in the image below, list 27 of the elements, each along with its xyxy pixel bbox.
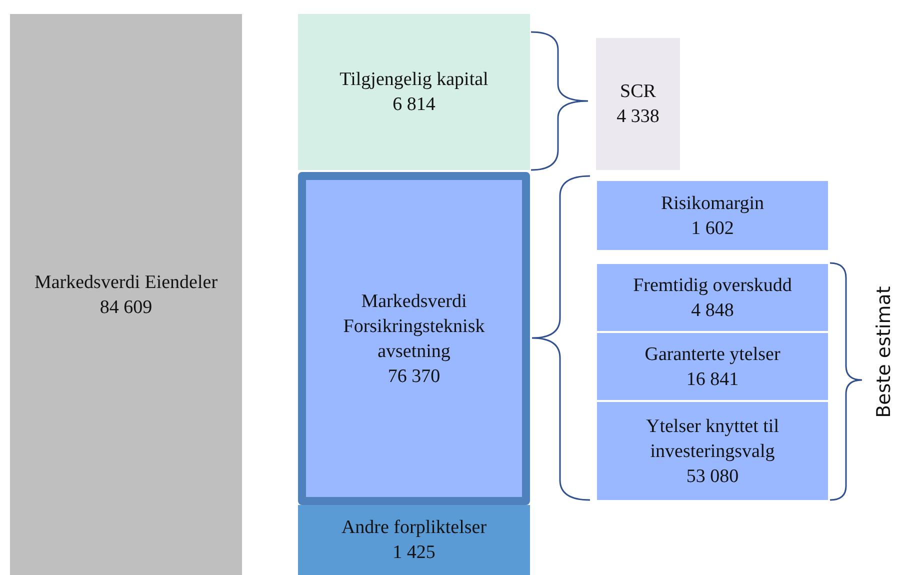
block-title: Fremtidig overskudd	[633, 274, 792, 298]
block-value: 53 080	[686, 464, 739, 488]
block-value: 4 848	[691, 298, 734, 322]
block-value: 16 841	[686, 368, 739, 392]
estimate-block	[597, 333, 828, 400]
block-value: 1 602	[691, 216, 734, 240]
block-title: Garanterte ytelser	[644, 342, 780, 366]
liability-block	[298, 505, 530, 575]
margin-block	[597, 181, 828, 250]
estimate-block	[597, 264, 828, 331]
block-value: 6 814	[392, 93, 436, 117]
capital-block	[298, 14, 530, 170]
block-value: 84 609	[100, 296, 152, 320]
bracket-label: Beste estimat	[872, 286, 895, 418]
block-title: Ytelser knyttet til investeringsvalg	[645, 414, 780, 464]
block-value: 1 425	[392, 541, 436, 565]
block-title: Markedsverdi Forsikringsteknisk avsetning	[342, 290, 486, 364]
block-title: Markedsverdi Eiendeler	[34, 270, 218, 294]
liability-block	[298, 172, 530, 505]
block-title: Tilgjengelig kapital	[340, 68, 488, 92]
block-value: 4 338	[616, 105, 660, 129]
block-title: Andre forpliktelser	[341, 516, 487, 540]
block-title: SCR	[620, 80, 656, 104]
block-title: Risikomargin	[660, 192, 764, 216]
asset-bar	[10, 14, 242, 575]
estimate-block	[597, 402, 828, 500]
block-value: 76 370	[388, 364, 440, 388]
